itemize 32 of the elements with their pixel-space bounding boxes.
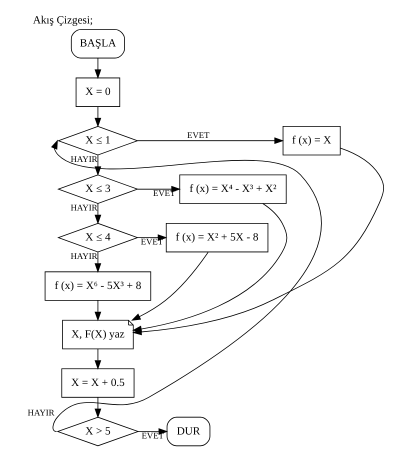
arrow xyxy=(130,252,208,321)
diagram-title: Akış Çizgesi; xyxy=(32,14,93,26)
node-diamond: X ≤ 1 xyxy=(56,126,138,156)
arrow xyxy=(94,348,101,370)
arrow xyxy=(94,106,101,128)
edge-label: EVET xyxy=(152,188,175,198)
edge-label: EVET xyxy=(141,430,164,440)
arrow xyxy=(136,137,284,144)
arrow xyxy=(94,396,101,418)
arrow xyxy=(94,58,101,79)
edge-label: HAYIR xyxy=(27,408,54,418)
arrow xyxy=(50,140,321,432)
node-box: f (x) = X xyxy=(282,126,340,156)
arrow xyxy=(132,203,287,332)
node-diamond: X ≤ 3 xyxy=(56,174,138,204)
node-box: f (x) = X⁴ - X³ + X² xyxy=(178,174,286,204)
node-box: f (x) = X⁶ - 5X³ + 8 xyxy=(44,271,151,301)
arrow xyxy=(94,252,101,273)
edge-label: HAYIR xyxy=(70,154,97,164)
edge-label: HAYIR xyxy=(70,202,97,213)
node-diamond: X > 5 xyxy=(56,416,139,446)
node-box: DUR xyxy=(166,416,210,446)
node-box: f (x) = X² + 5X - 8 xyxy=(165,222,268,252)
edge-label: HAYIR xyxy=(70,251,97,262)
node-box: X = 0 xyxy=(75,78,120,107)
node-diamond: X ≤ 4 xyxy=(56,222,138,252)
arrow xyxy=(94,300,101,322)
node-box: BAŞLA xyxy=(70,29,124,58)
edge-label: EVET xyxy=(186,130,209,140)
arrow xyxy=(94,203,101,224)
edge-label: EVET xyxy=(140,236,163,247)
node-box: X = X + 0.5 xyxy=(60,368,134,398)
